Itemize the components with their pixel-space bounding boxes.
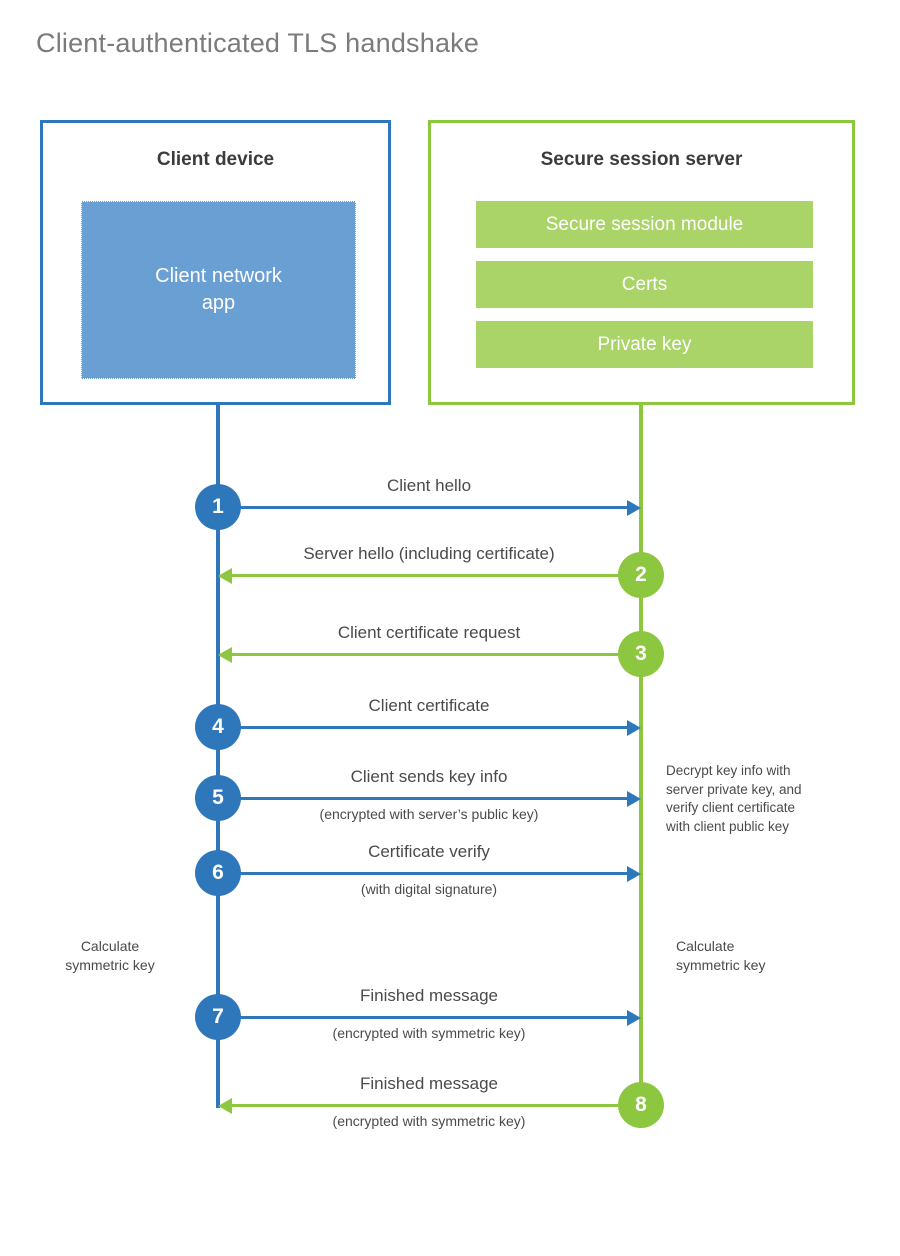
- server-component-label: Private key: [597, 333, 692, 355]
- server-component-label: Certs: [621, 273, 668, 295]
- arrow-head-left: [218, 568, 232, 584]
- step-number: 7: [212, 1005, 224, 1028]
- step-badge-2: 2: [618, 552, 664, 598]
- step-label-1: Client hello: [386, 476, 472, 495]
- step-number: 6: [212, 861, 224, 884]
- step-number: 5: [212, 786, 224, 809]
- arrow-shaft: [239, 726, 627, 729]
- step-badge-4: 4: [195, 704, 241, 750]
- arrow-shaft: [232, 574, 618, 577]
- arrow-head-left: [218, 1098, 232, 1114]
- secure-session-server-title: Secure session server: [540, 149, 743, 170]
- arrow-head-left: [218, 647, 232, 663]
- server-component-private-key: Private key: [476, 321, 813, 368]
- arrow-shaft: [232, 1104, 618, 1107]
- client-device-box: Client device Client network app: [40, 120, 391, 405]
- step-badge-6: 6: [195, 850, 241, 896]
- server-calculate-symmetric-key-note: Calculate symmetric key: [676, 938, 766, 974]
- step-label-5: Client sends key info: [350, 767, 508, 786]
- step-sublabel-7: (encrypted with symmetric key): [332, 1025, 526, 1041]
- arrow-head-right: [627, 1010, 641, 1026]
- server-component-list: Secure session module Certs Private key: [476, 201, 813, 368]
- step-label-8: Finished message: [360, 1074, 498, 1093]
- arrow-shaft: [239, 797, 627, 800]
- step-number: 8: [635, 1093, 647, 1116]
- step-badge-5: 5: [195, 775, 241, 821]
- arrow-head-right: [627, 791, 641, 807]
- arrow-shaft: [239, 872, 627, 875]
- server-decrypt-note: Decrypt key info with server private key…: [666, 763, 802, 834]
- server-component-certs: Certs: [476, 261, 813, 308]
- client-device-title: Client device: [156, 149, 275, 170]
- step-badge-1: 1: [195, 484, 241, 530]
- server-component-label: Secure session module: [545, 213, 744, 235]
- step-sublabel-6: (with digital signature): [360, 881, 498, 897]
- arrow-shaft: [232, 653, 618, 656]
- step-label-2: Server hello (including certificate): [303, 544, 555, 563]
- step-badge-7: 7: [195, 994, 241, 1040]
- page-title: Client-authenticated TLS handshake: [36, 28, 480, 58]
- step-number: 2: [635, 563, 647, 586]
- step-badge-8: 8: [618, 1082, 664, 1128]
- arrow-head-right: [627, 500, 641, 516]
- step-number: 1: [212, 495, 224, 518]
- step-label-7: Finished message: [360, 986, 498, 1005]
- server-lifeline: [639, 402, 643, 1105]
- client-network-app-label: Client network app: [155, 265, 282, 314]
- arrow-head-right: [627, 720, 641, 736]
- client-lifeline: [216, 402, 220, 1108]
- secure-session-server-box: Secure session server Secure session mod…: [428, 120, 855, 405]
- step-badge-3: 3: [618, 631, 664, 677]
- step-number: 3: [635, 642, 647, 665]
- step-label-4: Client certificate: [368, 696, 490, 715]
- server-component-secure-session-module: Secure session module: [476, 201, 813, 248]
- step-label-3: Client certificate request: [337, 623, 521, 642]
- client-network-app-block: Client network app: [81, 201, 356, 379]
- arrow-head-right: [627, 866, 641, 882]
- step-sublabel-8: (encrypted with symmetric key): [332, 1113, 526, 1129]
- client-calculate-symmetric-key-note: Calculate symmetric key: [65, 938, 155, 974]
- step-sublabel-5: (encrypted with server’s public key): [319, 806, 539, 822]
- arrow-shaft: [239, 1016, 627, 1019]
- step-label-6: Certificate verify: [368, 842, 490, 861]
- arrow-shaft: [239, 506, 627, 509]
- step-number: 4: [212, 715, 224, 738]
